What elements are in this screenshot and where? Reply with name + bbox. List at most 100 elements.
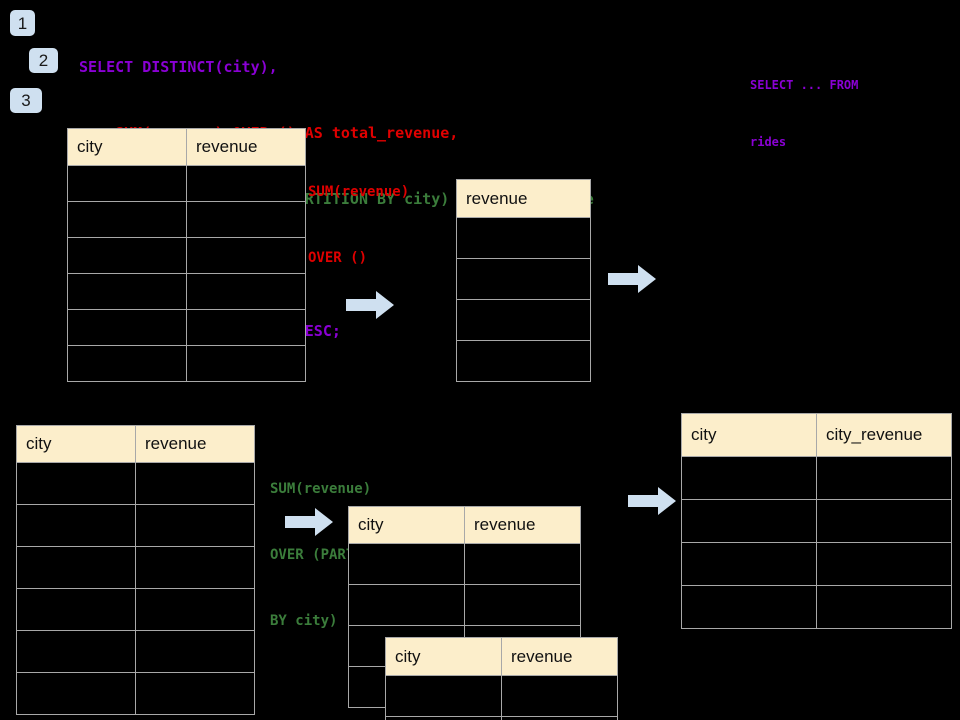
table-cell — [501, 716, 618, 720]
column-header-city: city — [385, 637, 502, 676]
step-badge-2: 2 — [29, 48, 58, 73]
arrow-source-to-total — [346, 291, 394, 319]
table-row — [67, 201, 306, 238]
annotation-sum-over-partition-line3: BY city) — [270, 613, 338, 629]
table-cell — [186, 309, 306, 346]
table-cell — [186, 273, 306, 310]
arrow-total-to-final — [608, 265, 656, 293]
table-row — [67, 165, 306, 202]
table-rides-source-2: city revenue — [16, 425, 255, 715]
arrow-source2-to-partition — [285, 508, 333, 536]
table-cell — [385, 675, 502, 717]
table-cell — [456, 340, 591, 382]
table-row — [456, 258, 591, 300]
table-row — [16, 630, 255, 673]
table-header-row: city revenue — [385, 637, 618, 676]
table-cell — [16, 672, 136, 715]
column-header-city: city — [348, 506, 465, 544]
table-cell — [681, 585, 817, 629]
annotation-sum-over-empty: SUM(revenue) OVER () — [308, 137, 409, 313]
table-cell — [135, 462, 255, 505]
table-row — [16, 588, 255, 631]
table-row — [67, 345, 306, 382]
table-cell — [464, 584, 581, 626]
table-final-result: city city_revenue — [681, 413, 952, 629]
table-cell — [67, 345, 187, 382]
step-badge-2-label: 2 — [38, 51, 49, 70]
table-header-row: revenue — [456, 179, 591, 218]
table-cell — [135, 546, 255, 589]
table-row — [348, 584, 581, 626]
table-cell — [816, 499, 952, 543]
table-row — [681, 542, 952, 586]
table-cell — [456, 217, 591, 259]
table-cell — [67, 201, 187, 238]
step-badge-3: 3 — [10, 88, 42, 113]
table-row — [681, 456, 952, 500]
table-row — [67, 309, 306, 346]
annotation-sum-over-empty-line2: OVER () — [308, 250, 368, 266]
table-cell — [135, 630, 255, 673]
table-row — [67, 237, 306, 274]
table-row — [16, 546, 255, 589]
annotation-sum-over-partition-line1: SUM(revenue) — [270, 481, 372, 497]
table-cell — [456, 299, 591, 341]
table-cell — [681, 542, 817, 586]
table-cell — [16, 588, 136, 631]
table-cell — [135, 588, 255, 631]
table-header-row: city revenue — [16, 425, 255, 463]
table-body — [67, 165, 306, 382]
step-badge-1: 1 — [10, 10, 35, 36]
sql-line-select: SELECT DISTINCT(city), — [79, 58, 278, 76]
table-cell — [501, 675, 618, 717]
table-body — [385, 675, 618, 720]
table-header-row: city city_revenue — [681, 413, 952, 457]
table-row — [456, 340, 591, 382]
column-header-revenue: revenue — [135, 425, 255, 463]
column-header-city: city — [67, 128, 187, 166]
table-cell — [816, 585, 952, 629]
column-header-city: city — [16, 425, 136, 463]
table-partition-front: city revenue — [385, 637, 618, 720]
column-header-revenue: revenue — [501, 637, 618, 676]
table-cell — [67, 273, 187, 310]
column-header-city-revenue: city_revenue — [816, 413, 952, 457]
table-cell — [456, 258, 591, 300]
table-header-row: city revenue — [67, 128, 306, 166]
arrow-partition-to-final — [628, 487, 676, 515]
select-from-rides-note-line1: SELECT ... FROM — [750, 78, 859, 92]
table-cell — [135, 672, 255, 715]
column-header-city: city — [681, 413, 817, 457]
select-from-rides-note: SELECT ... FROM rides — [750, 38, 858, 190]
column-header-revenue: revenue — [464, 506, 581, 544]
table-cell — [67, 237, 187, 274]
table-rides-source: city revenue — [67, 128, 306, 382]
table-cell — [16, 630, 136, 673]
step-badge-3-label: 3 — [21, 91, 31, 110]
table-cell — [16, 462, 136, 505]
table-cell — [16, 546, 136, 589]
table-cell — [816, 456, 952, 500]
step-badge-1-label: 1 — [17, 13, 28, 33]
table-row — [348, 543, 581, 585]
table-cell — [348, 543, 465, 585]
table-cell — [186, 201, 306, 238]
table-cell — [67, 165, 187, 202]
table-cell — [348, 584, 465, 626]
select-from-rides-note-line2: rides — [750, 135, 787, 149]
table-cell — [135, 504, 255, 547]
table-cell — [681, 499, 817, 543]
table-cell — [186, 237, 306, 274]
table-row — [681, 585, 952, 629]
table-row — [16, 462, 255, 505]
table-body — [456, 217, 591, 382]
table-cell — [16, 504, 136, 547]
table-cell — [464, 543, 581, 585]
table-cell — [816, 542, 952, 586]
table-cell — [385, 716, 502, 720]
column-header-revenue: revenue — [186, 128, 306, 166]
table-cell — [67, 309, 187, 346]
table-row — [385, 675, 618, 717]
table-cell — [681, 456, 817, 500]
table-row — [456, 299, 591, 341]
